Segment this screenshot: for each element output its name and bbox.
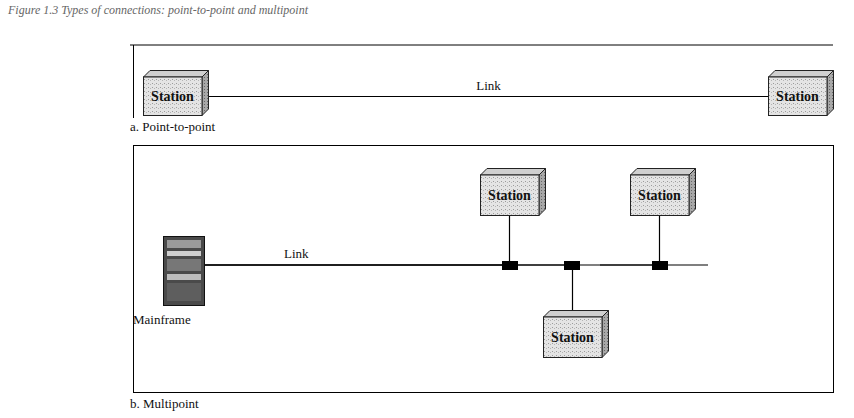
station-node: Station (768, 70, 834, 116)
cube-side (827, 71, 834, 116)
link-label: Link (284, 246, 309, 262)
station-label: Station (480, 175, 539, 216)
panel-caption: a. Point-to-point (130, 119, 215, 135)
panel-caption: b. Multipoint (130, 396, 199, 412)
station-node: Station (543, 310, 609, 358)
cabinet-panel (167, 274, 201, 280)
cube-top (544, 311, 609, 318)
mainframe-cabinet (163, 236, 205, 306)
cube-top (631, 169, 696, 176)
cabinet-body (164, 237, 205, 306)
station-label: Station (543, 317, 602, 358)
panel-frame (134, 146, 834, 393)
cabinet-panel (167, 240, 201, 248)
link-line (209, 96, 768, 97)
station-label: Station (768, 77, 827, 116)
cube-front (631, 175, 690, 216)
link-label: Link (476, 78, 501, 94)
link-line (205, 265, 573, 310)
cube-side (689, 169, 696, 216)
cube-front (544, 317, 603, 358)
cube-top (144, 71, 209, 78)
station-label: Station (630, 175, 689, 216)
figure-title: Figure 1.3 Types of connections: point-t… (8, 3, 308, 18)
station-node: Station (480, 168, 546, 216)
cube-side (539, 169, 546, 216)
link-line (205, 216, 660, 265)
cube-front (144, 77, 203, 116)
cube-top (481, 169, 546, 176)
station-node: Station (143, 70, 209, 116)
cabinet-panel (167, 283, 201, 301)
cube-front (769, 77, 828, 116)
station-label: Station (143, 77, 202, 116)
mainframe-node: Mainframe (133, 236, 213, 332)
panel-frame (130, 45, 833, 46)
cabinet-panel (167, 251, 201, 256)
mainframe-label: Mainframe (133, 312, 191, 328)
station-node: Station (630, 168, 696, 216)
link-line (205, 216, 510, 265)
cube-side (202, 71, 209, 116)
cabinet-panel (167, 259, 201, 271)
cube-front (481, 175, 540, 216)
panel-frame (133, 45, 134, 118)
cube-top (769, 71, 834, 78)
cube-side (602, 311, 609, 358)
